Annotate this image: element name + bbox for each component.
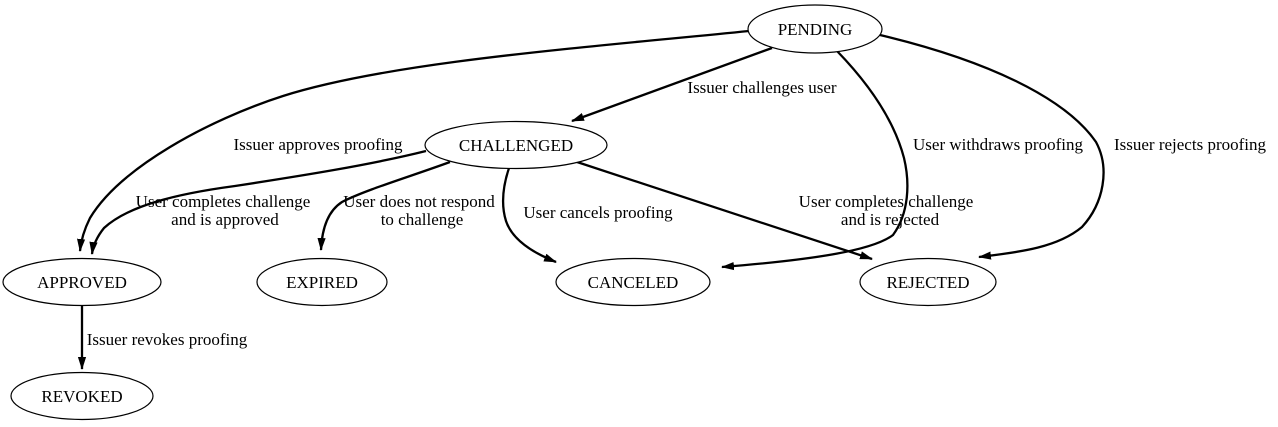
edge-label-approved-revoked: Issuer revokes proofing (87, 330, 248, 349)
node-rejected: REJECTED (859, 257, 997, 307)
node-label-pending: PENDING (778, 20, 853, 39)
edge-pending-rejected: Issuer rejects proofing (879, 33, 1267, 260)
node-challenged: CHALLENGED (424, 120, 608, 170)
node-ellipse-rejected (859, 257, 997, 307)
edge-label-challenged-approved-line2: and is approved (171, 210, 279, 229)
edge-challenged-canceled: User cancels proofing (502, 167, 673, 264)
node-label-challenged: CHALLENGED (459, 136, 573, 155)
edge-line-pending-challenged (571, 46, 773, 123)
edge-pending-challenged: Issuer challenges user (571, 46, 837, 123)
edge-label-pending-canceled: User withdraws proofing (913, 135, 1083, 154)
node-pending: PENDING (747, 4, 883, 54)
edge-line-pending-rejected (879, 33, 1105, 260)
node-expired: EXPIRED (256, 257, 388, 307)
node-canceled: CANCELED (555, 257, 711, 307)
node-label-expired: EXPIRED (286, 273, 358, 292)
edge-label-challenged-expired-line1: User does not respond (343, 192, 495, 211)
edge-label-challenged-approved-line1: User completes challenge (136, 192, 311, 211)
edge-label-challenged-rejected-line1: User completes challenge (799, 192, 974, 211)
edge-line-pending-approved (77, 29, 750, 252)
node-ellipse-approved (2, 257, 162, 307)
node-label-revoked: REVOKED (41, 387, 122, 406)
edge-challenged-rejected: User completes challenge and is rejected (576, 160, 974, 261)
edge-label-challenged-rejected-line2: and is rejected (841, 210, 940, 229)
edge-pending-approved: Issuer approves proofing (77, 29, 750, 252)
node-approved: APPROVED (2, 257, 162, 307)
edge-label-pending-rejected: Issuer rejects proofing (1114, 135, 1267, 154)
edge-approved-revoked: Issuer revokes proofing (77, 306, 248, 370)
edge-line-challenged-canceled (502, 167, 557, 264)
edge-line-challenged-expired (317, 160, 451, 251)
edge-challenged-approved: User completes challenge and is approved (89, 149, 427, 255)
edge-pending-canceled: User withdraws proofing (721, 50, 1083, 271)
node-ellipse-challenged (424, 120, 608, 170)
node-label-rejected: REJECTED (886, 273, 969, 292)
edge-label-challenged-expired-line2: to challenge (381, 210, 464, 229)
node-revoked: REVOKED (10, 371, 154, 421)
node-ellipse-canceled (555, 257, 711, 307)
edge-label-challenged-canceled: User cancels proofing (523, 203, 673, 222)
edge-line-challenged-approved (89, 149, 427, 255)
node-ellipse-pending (747, 4, 883, 54)
edge-challenged-expired: User does not respond to challenge (317, 160, 495, 251)
node-ellipse-revoked (10, 371, 154, 421)
edge-line-pending-canceled (721, 50, 909, 271)
edge-label-pending-challenged: Issuer challenges user (687, 78, 837, 97)
node-label-canceled: CANCELED (588, 273, 679, 292)
node-ellipse-expired (256, 257, 388, 307)
node-label-approved: APPROVED (37, 273, 127, 292)
edge-line-challenged-rejected (576, 160, 873, 261)
edge-label-pending-approved: Issuer approves proofing (233, 135, 403, 154)
